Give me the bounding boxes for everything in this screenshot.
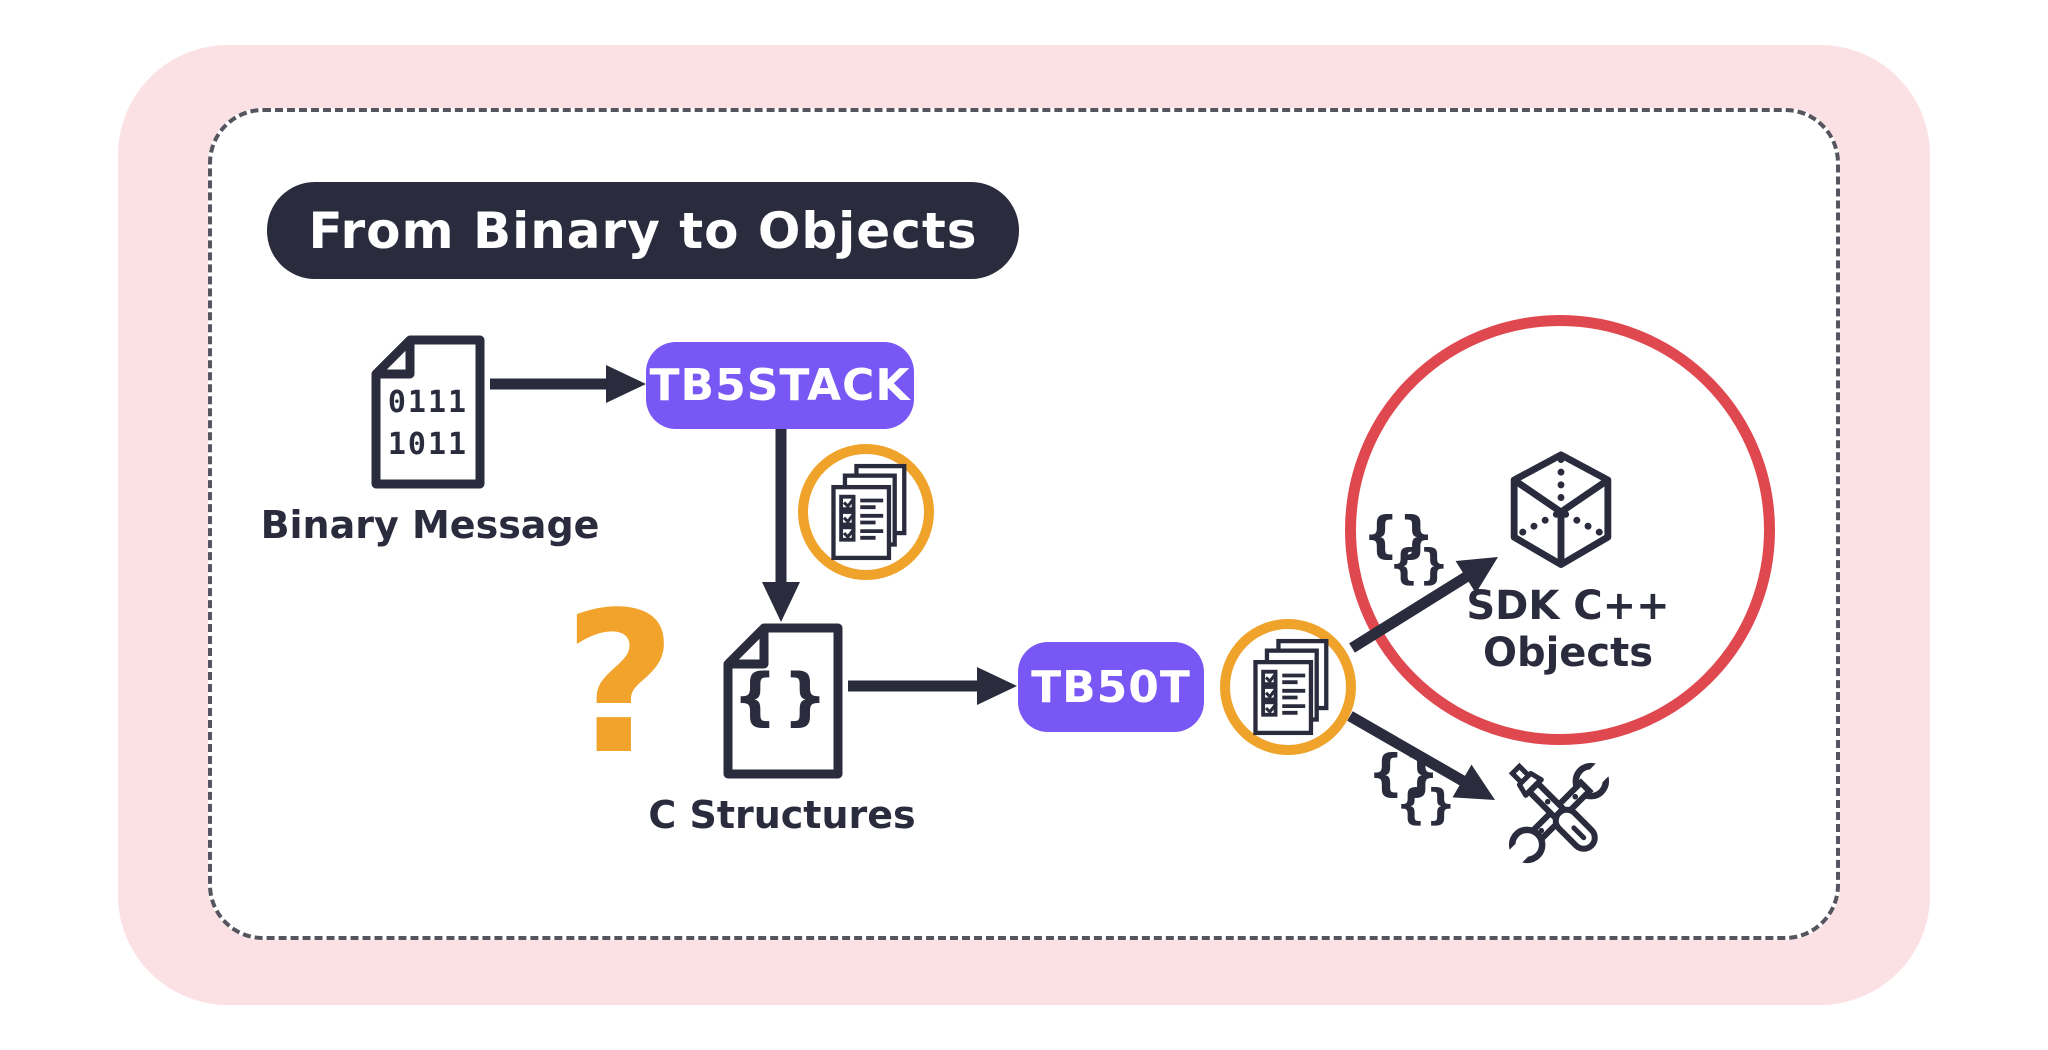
- file-outline: [723, 623, 843, 779]
- title-pill: From Binary to Objects: [267, 182, 1019, 279]
- braces-pair: {}: [1389, 540, 1449, 589]
- arrow-tb5stack-to-cstructures: [762, 429, 800, 622]
- binary-line-2: 1011: [387, 427, 469, 462]
- sdk-label-line2: Objects: [1482, 630, 1654, 677]
- sdk-objects-label: SDK C++ Objects: [1408, 583, 1728, 677]
- checklist-pages-icon: [831, 463, 907, 561]
- binary-file-icon: 0111 1011: [368, 332, 488, 492]
- sdk-label-line1: SDK C++: [1466, 583, 1670, 629]
- page-title: From Binary to Objects: [308, 201, 978, 260]
- tb50t-node: TB50T: [1018, 642, 1204, 732]
- cube-wireframe: [1510, 451, 1612, 568]
- binary-message-label: Binary Message: [260, 503, 600, 547]
- binary-line-1: 0111: [387, 385, 469, 420]
- screwdriver-icon: [1508, 762, 1598, 852]
- tools-icon: [1492, 750, 1627, 880]
- file-outline: [371, 335, 485, 489]
- red-highlight-circle: [1345, 315, 1775, 745]
- arrow-cstructures-to-tb50t: [848, 667, 1017, 705]
- arrow-to-sdk-objects: [1349, 557, 1498, 653]
- tb5stack-label: TB5STACK: [649, 360, 911, 411]
- crossed-tools: [1502, 757, 1615, 870]
- code-file-icon: {}: [720, 620, 846, 782]
- question-mark: ?: [563, 570, 677, 797]
- braces-upper-group: {} {}: [1363, 510, 1449, 586]
- output-checklist-badge: [1220, 619, 1356, 755]
- braces-pair: {}: [1396, 780, 1456, 829]
- cube-icon: [1502, 448, 1620, 576]
- checklist-pages-icon: [1253, 638, 1329, 736]
- arrow-to-tools: [1347, 711, 1495, 800]
- intermediate-checklist-badge: [798, 444, 934, 580]
- c-structures-label: C Structures: [648, 793, 916, 837]
- arrow-binary-to-tb5stack: [490, 365, 646, 403]
- braces-glyph: {}: [732, 660, 834, 733]
- tb5stack-node: TB5STACK: [646, 342, 914, 429]
- tb50t-label: TB50T: [1031, 661, 1191, 713]
- binary-digits: 0111 1011: [368, 382, 488, 466]
- braces-pair: {}: [1363, 506, 1435, 564]
